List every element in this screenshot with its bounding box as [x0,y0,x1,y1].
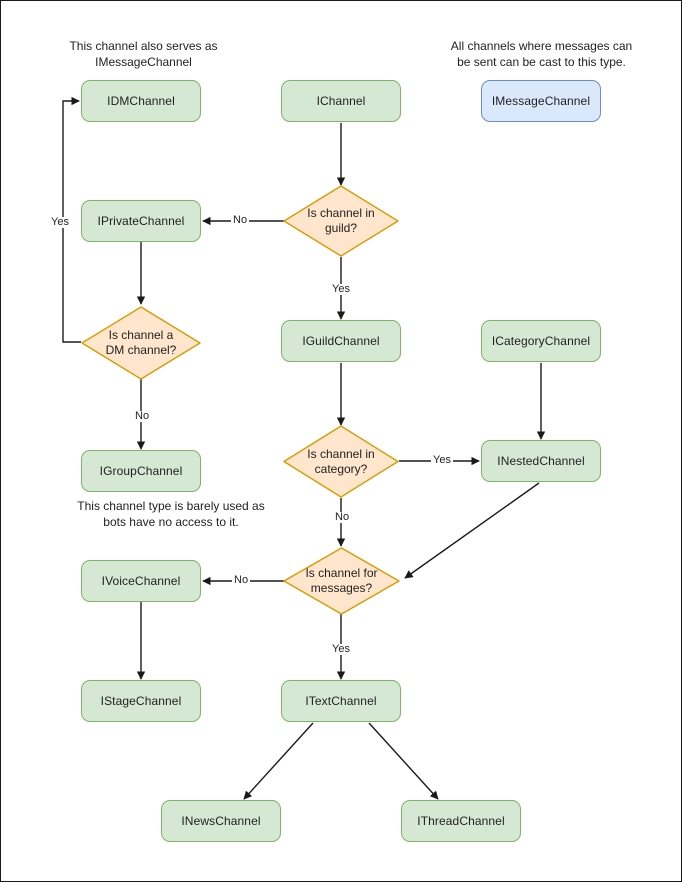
edge-label-no-category: No [333,511,352,523]
diamond-shape [81,306,201,380]
node-is-channel-in-guild[interactable]: Is channel in guild? [283,185,399,257]
edge-label-no-dm: No [133,410,152,422]
edge-label-no-guild: No [231,214,250,226]
edge-label-yes-guild: Yes [330,283,352,295]
node-igroupchannel[interactable]: IGroupChannel [81,450,201,492]
node-is-channel-a-dm-channel[interactable]: Is channel a DM channel? [81,306,201,380]
diamond-shape [283,547,400,615]
diamond-shape [283,185,399,257]
node-is-channel-in-category[interactable]: Is channel in category? [283,425,399,498]
caption-group-note: This channel type is barely used as bots… [77,499,265,529]
edge-label-no-messages: No [232,574,251,586]
caption-message-note: All channels where messages can be sent … [450,39,633,69]
node-ivoicechannel[interactable]: IVoiceChannel [81,560,201,602]
node-istagechannel[interactable]: IStageChannel [81,680,201,722]
edge-itextchannel-inewschannel [243,722,314,800]
node-icategorychannel[interactable]: ICategoryChannel [481,320,601,362]
node-ithreadchannel[interactable]: IThreadChannel [401,800,521,842]
node-is-channel-for-messages[interactable]: Is channel for messages? [283,547,400,615]
node-imessagechannel[interactable]: IMessageChannel [481,80,601,122]
node-label: Is channel for messages? [305,566,378,595]
edge-label-yes-category: Yes [431,454,453,466]
node-iprivatechannel[interactable]: IPrivateChannel [81,200,201,242]
node-inewschannel[interactable]: INewsChannel [161,800,281,842]
node-inestedchannel[interactable]: INestedChannel [481,440,601,482]
edge-inestedchannel-ismessages [404,482,540,579]
node-idmchannel[interactable]: IDMChannel [81,80,201,122]
node-ichannel[interactable]: IChannel [281,80,401,122]
node-label: Is channel in guild? [307,206,375,235]
node-label: Is channel in category? [307,446,375,476]
caption-dm-note: This channel also serves as IMessageChan… [69,39,218,69]
edge-label-yes-messages: Yes [330,643,352,655]
diamond-shape [283,425,399,498]
node-itextchannel[interactable]: ITextChannel [281,680,401,722]
node-iguildchannel[interactable]: IGuildChannel [281,320,401,362]
node-label: Is channel a DM channel? [105,328,177,357]
edge-label-yes-dm: Yes [49,216,71,228]
edge-itextchannel-ithreadchannel [368,722,439,800]
